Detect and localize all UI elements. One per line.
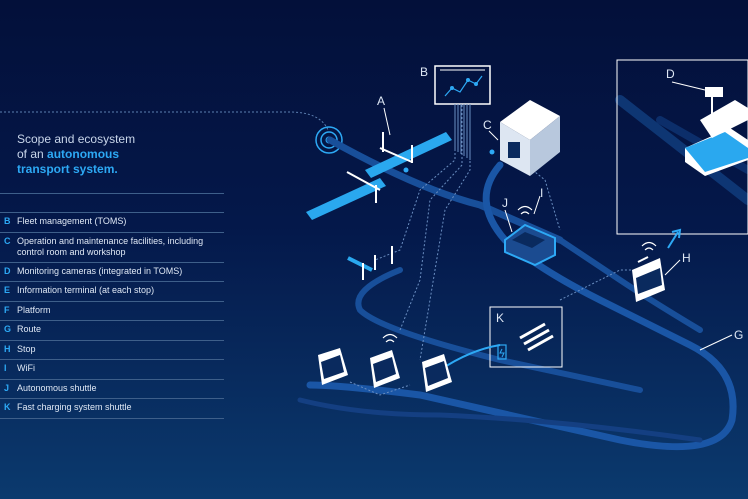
legend-row: K Fast charging system shuttle [0,398,224,419]
camera-panel [616,59,748,235]
title-highlight-2: transport system. [17,162,118,176]
title-connector [0,111,329,131]
legend-text: WiFi [17,363,35,373]
label-k: K [496,311,505,325]
legend-text: Information terminal (at each stop) [17,285,155,295]
legend-row: C Operation and maintenance facilities, i… [0,231,224,262]
autonomous-shuttle [504,205,556,267]
title-line-1: Scope and ecosystem [17,132,136,146]
legend-key: K [4,402,11,412]
legend-key: C [4,235,11,246]
legend-text: Platform [17,304,51,315]
legend-row: J Autonomous shuttle [0,378,224,399]
fleet-monitor [434,65,491,160]
label-c: C [483,118,492,132]
legend-text: Route [17,324,42,334]
legend-key: G [4,324,12,334]
legend-row: E Information terminal (at each stop) [0,281,224,301]
legend-row [0,193,224,212]
title-highlight-1: autonomous [47,147,120,161]
stop-shelters [318,333,452,396]
gate-marker [347,246,393,280]
legend-text: Operation and maintenance facilities, in… [17,235,204,257]
platform-bars [306,132,452,220]
legend-row: B Fleet management (TOMS) [0,212,224,232]
legend-key: I [4,363,7,373]
charging-panel [439,306,563,371]
label-j: J [502,196,508,210]
label-b: B [420,65,429,79]
label-d: D [666,67,675,81]
legend: B Fleet management (TOMS) C Operation and … [0,193,224,419]
legend-text: Stop [17,343,36,354]
legend-key: E [4,285,11,295]
legend-key: H [4,343,11,354]
stop-shelter-h [632,228,682,302]
legend-row: G Route [0,320,224,340]
title-line-2-prefix: of an [17,147,48,161]
diagram-title: Scope and ecosystem of an autonomous tra… [17,132,135,177]
maintenance-building [489,100,560,176]
legend-key: D [4,265,11,276]
legend-row: I WiFi [0,359,224,379]
label-g: G [734,328,744,342]
label-i: I [540,186,544,200]
legend-text: Fleet management (TOMS) [17,216,127,226]
legend-text: Fast charging system shuttle [17,402,132,412]
label-leaders [383,81,733,351]
legend-row: D Monitoring cameras (integrated in TOMS) [0,261,224,282]
legend-key: F [4,304,10,315]
legend-row: F Platform [0,300,224,321]
legend-text: Autonomous shuttle [17,382,97,393]
legend-key: J [4,382,10,393]
label-h: H [682,251,691,265]
legend-row: H Stop [0,339,224,360]
legend-key: B [4,216,11,226]
legend-text: Monitoring cameras (integrated in TOMS) [17,265,183,276]
label-a: A [377,94,386,108]
